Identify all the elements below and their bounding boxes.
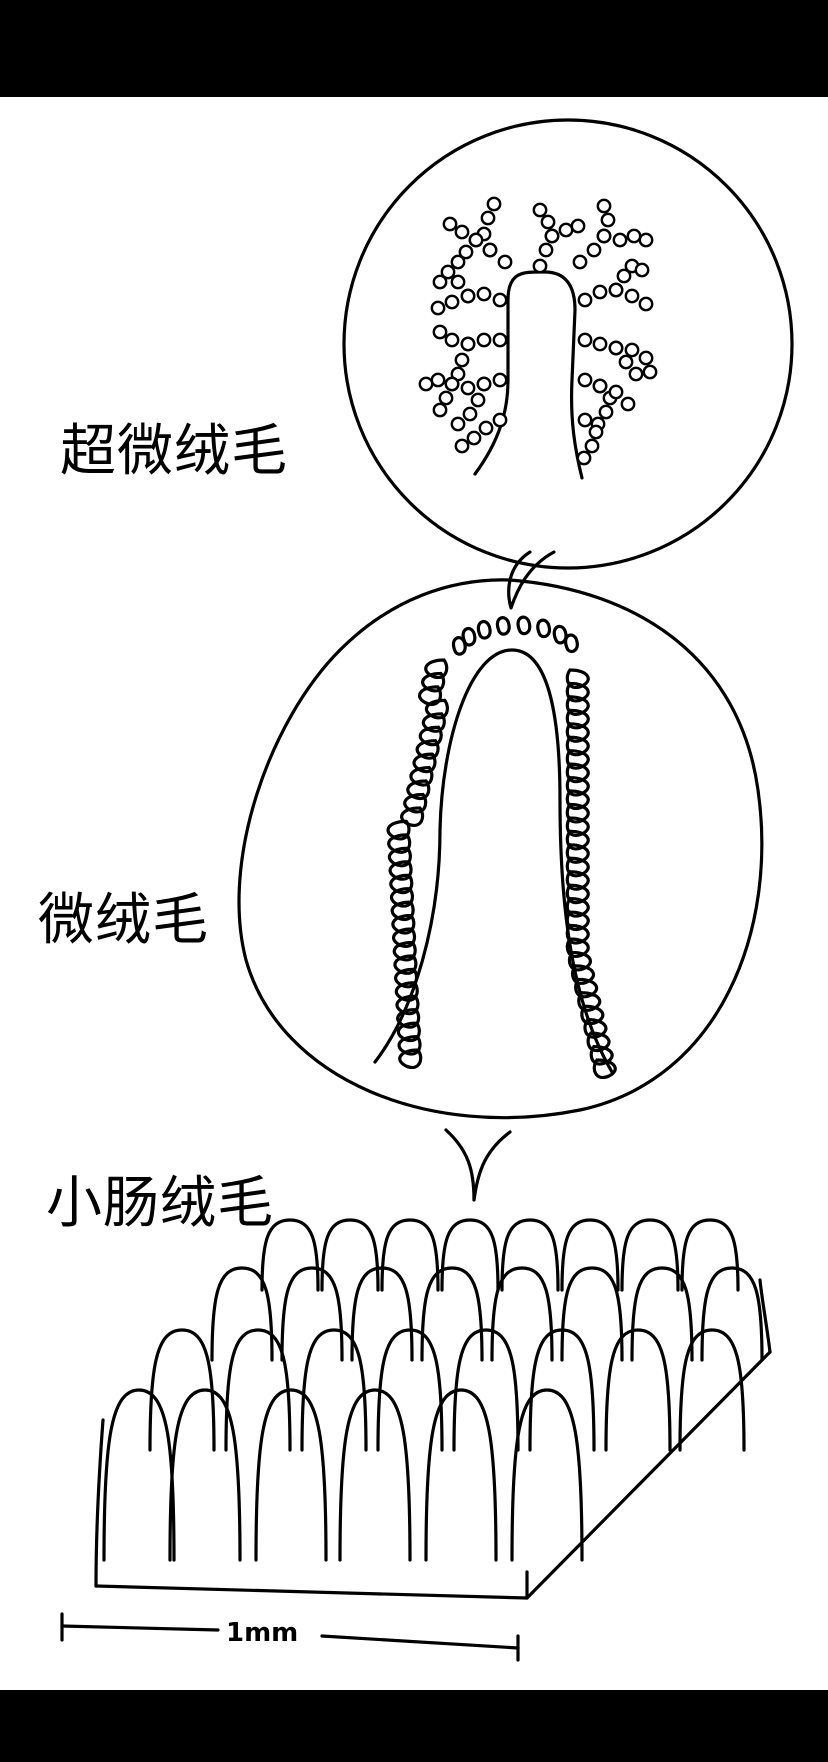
villus <box>280 1266 344 1362</box>
villus <box>148 1328 216 1452</box>
label-ultra-microvilli: 超微绒毛 <box>60 419 288 484</box>
villus <box>620 1218 680 1292</box>
villus <box>300 1328 368 1452</box>
connector-lower <box>444 1128 512 1202</box>
villus <box>528 1328 596 1452</box>
ultra-microvilli-core <box>473 270 584 480</box>
villus <box>604 1328 672 1452</box>
villus <box>254 1388 328 1562</box>
villus <box>350 1266 414 1362</box>
villus <box>440 1218 500 1292</box>
microvilli-core <box>373 648 614 1074</box>
villus <box>678 1328 746 1452</box>
label-intestinal-villi: 小肠绒毛 <box>46 1171 274 1236</box>
villus <box>424 1388 498 1562</box>
bottom-black-bar <box>0 1690 828 1762</box>
villus <box>210 1266 274 1362</box>
intestinal-villi-block <box>94 1218 772 1600</box>
top-black-bar <box>0 0 828 97</box>
villus <box>260 1218 320 1292</box>
scale-bar <box>60 1612 520 1662</box>
villus <box>452 1328 520 1452</box>
ultra-microvilli-circle <box>342 118 794 570</box>
villus <box>510 1388 584 1562</box>
villus <box>560 1218 620 1292</box>
villus <box>420 1266 484 1362</box>
villus <box>376 1328 444 1452</box>
villus <box>102 1388 176 1562</box>
villus <box>500 1218 560 1292</box>
villus <box>320 1218 380 1292</box>
microvilli-circle <box>237 578 764 1120</box>
connector-upper <box>507 550 556 610</box>
microvilli-loop-border <box>386 615 617 1079</box>
villus <box>380 1218 440 1292</box>
villus <box>680 1218 740 1292</box>
villus <box>700 1266 764 1362</box>
villus <box>338 1388 412 1562</box>
villus <box>490 1266 554 1362</box>
ultra-microvilli-bead-clusters <box>418 196 658 466</box>
villus <box>224 1328 292 1452</box>
villus <box>560 1266 624 1362</box>
label-microvilli: 微绒毛 <box>38 888 209 953</box>
villus <box>630 1266 694 1362</box>
scale-bar-label: 1mm <box>226 1618 299 1648</box>
villus <box>168 1388 242 1562</box>
